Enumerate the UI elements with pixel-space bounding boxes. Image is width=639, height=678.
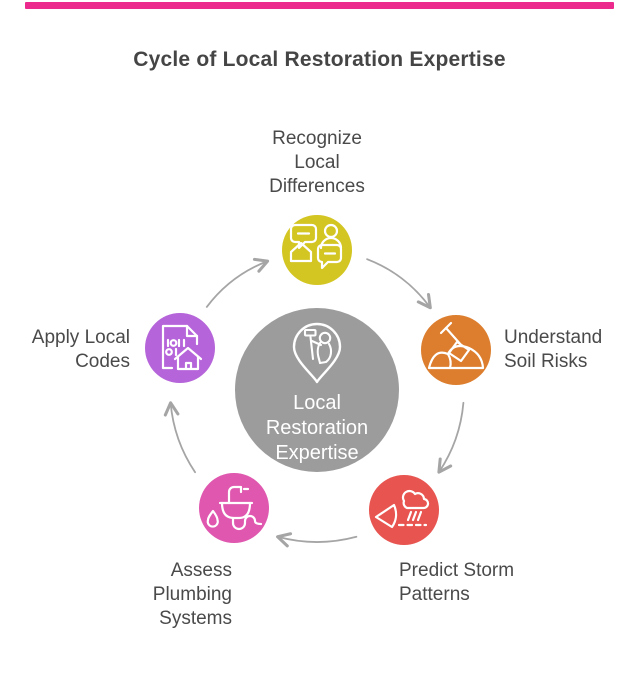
cycle-arrows [163, 257, 465, 548]
node-predict-storm-patterns [369, 475, 439, 545]
node-understand-soil-risks [421, 315, 491, 385]
shovel-soil-icon [427, 321, 485, 370]
arrow-left-to-top [205, 257, 270, 308]
building-codes-icon [161, 324, 203, 371]
arrow-bottomleft-to-left [163, 401, 196, 474]
plumbing-sink-icon [206, 485, 263, 531]
center-hub-circle [235, 308, 399, 472]
page-title: Cycle of Local Restoration Expertise [133, 48, 506, 71]
arrow-top-to-right [366, 258, 432, 310]
top-accent-bar [25, 2, 614, 9]
restoration-pin-icon [292, 322, 342, 384]
label-assess-plumbing-systems: Assess Plumbing Systems [152, 560, 232, 629]
node-apply-local-codes [145, 313, 215, 383]
node-assess-plumbing-systems [199, 473, 269, 543]
label-recognize-local-differences: Recognize Local Differences [269, 128, 365, 197]
label-understand-soil-risks: Understand Soil Risks [504, 327, 603, 372]
label-predict-storm-patterns: Predict Storm Patterns [399, 560, 515, 605]
storm-cloud-icon [374, 489, 430, 529]
arrow-bottomright-to-bottomleft [276, 532, 358, 548]
label-apply-local-codes: Apply Local Codes [31, 327, 130, 372]
arrow-right-to-bottomright [437, 401, 465, 474]
center-hub-label: Local Restoration Expertise [265, 392, 369, 464]
community-chat-icon [289, 223, 343, 270]
